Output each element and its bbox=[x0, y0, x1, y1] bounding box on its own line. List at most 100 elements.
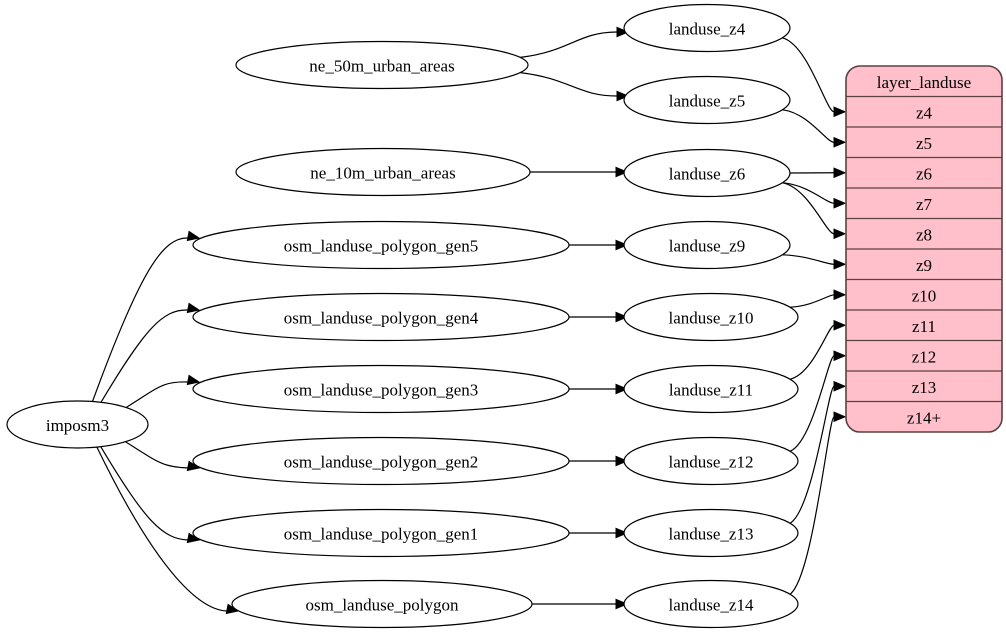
node-osm_landuse_polygon_gen3[interactable]: osm_landuse_polygon_gen3 bbox=[192, 364, 570, 414]
table-row-z5[interactable]: z5 bbox=[846, 126, 1002, 153]
node-landuse_z11[interactable]: landuse_z11 bbox=[623, 364, 799, 414]
arrowhead bbox=[833, 167, 847, 179]
edge-path bbox=[789, 324, 835, 380]
node-landuse_z14[interactable]: landuse_z14 bbox=[623, 579, 799, 629]
node-label: osm_landuse_polygon_gen4 bbox=[284, 309, 479, 328]
arrowhead bbox=[186, 460, 201, 472]
table-row-z10[interactable]: z10 bbox=[846, 278, 1002, 306]
node-osm_landuse_polygon_gen2[interactable]: osm_landuse_polygon_gen2 bbox=[192, 436, 570, 486]
node-landuse_z13[interactable]: landuse_z13 bbox=[623, 508, 799, 558]
node-osm_landuse_polygon_gen4[interactable]: osm_landuse_polygon_gen4 bbox=[192, 292, 570, 342]
edge-path bbox=[520, 31, 618, 58]
arrowhead bbox=[186, 302, 201, 314]
node-ellipse bbox=[623, 364, 799, 414]
arrowhead bbox=[833, 411, 847, 423]
edge-path bbox=[782, 109, 835, 143]
arrowhead bbox=[833, 197, 847, 209]
edge-path bbox=[782, 182, 835, 235]
edge-path bbox=[790, 294, 835, 308]
table-row-label: z4 bbox=[916, 103, 933, 122]
arrowhead bbox=[615, 527, 629, 539]
arrowhead bbox=[615, 383, 629, 395]
arrowhead bbox=[186, 374, 201, 386]
node-layer: imposm3 ne_50m_urban_areas ne_10m_urban_ar… bbox=[6, 3, 799, 629]
arrowhead bbox=[833, 106, 847, 118]
layer-landuse-table: layer_landuse z4 z5 z6 z7 z8 z9 z10 z11 z12 z13 z14… bbox=[845, 65, 1003, 433]
node-imposm3[interactable]: imposm3 bbox=[6, 400, 149, 449]
node-ellipse bbox=[623, 579, 799, 629]
edge-landuse_z6-to-table-z7 bbox=[782, 182, 847, 209]
edge-landuse_z4-to-table-z4 bbox=[782, 37, 847, 118]
node-landuse_z12[interactable]: landuse_z12 bbox=[623, 436, 799, 486]
node-label: landuse_z5 bbox=[669, 92, 745, 111]
edge-path bbox=[520, 72, 618, 97]
node-landuse_z6[interactable]: landuse_z6 bbox=[623, 148, 791, 198]
table-row-label: z13 bbox=[912, 378, 937, 397]
edge-osm_landuse_polygon_gen3-to-landuse_z11 bbox=[569, 383, 629, 395]
arrowhead bbox=[833, 319, 847, 331]
edge-layer bbox=[91, 26, 847, 615]
table-row-label: z5 bbox=[916, 134, 932, 153]
arrowhead bbox=[833, 380, 847, 392]
edge-path bbox=[125, 381, 189, 409]
edge-landuse_z9-to-table-z9 bbox=[782, 254, 847, 270]
arrowhead bbox=[186, 532, 201, 544]
edge-landuse_z12-to-table-z12 bbox=[789, 350, 847, 452]
edge-landuse_z11-to-table-z11 bbox=[789, 319, 847, 380]
node-landuse_z4[interactable]: landuse_z4 bbox=[623, 3, 791, 53]
node-ellipse bbox=[6, 400, 149, 449]
edge-path bbox=[91, 237, 189, 402]
table-row-z7[interactable]: z7 bbox=[846, 187, 1002, 214]
table-row-z8[interactable]: z8 bbox=[846, 217, 1002, 245]
node-ellipse bbox=[623, 220, 791, 270]
edge-path bbox=[782, 37, 835, 113]
table-row-z14plus[interactable]: z14+ bbox=[846, 400, 1002, 428]
edge-landuse_z14-to-table-z14plus bbox=[789, 411, 847, 595]
node-label: landuse_z4 bbox=[669, 20, 746, 39]
table-row-z4[interactable]: z4 bbox=[846, 95, 1002, 123]
edge-ne10m-to-landuse_z6 bbox=[530, 166, 629, 178]
table-row-label: z10 bbox=[912, 286, 937, 305]
node-landuse_z5[interactable]: landuse_z5 bbox=[623, 75, 791, 125]
table-row-label: z11 bbox=[912, 317, 936, 336]
layer-landuse-table-body[interactable]: layer_landuse z4 z5 z6 z7 z8 z9 z10 z11 z12 z13 z14… bbox=[846, 66, 1002, 432]
edge-osm_landuse_polygon_gen4-to-landuse_z10 bbox=[569, 311, 629, 323]
edge-landuse_z10-to-table-z10 bbox=[790, 289, 847, 308]
node-label: imposm3 bbox=[46, 416, 109, 435]
table-row-z13[interactable]: z13 bbox=[846, 370, 1002, 397]
node-landuse_z10[interactable]: landuse_z10 bbox=[623, 292, 799, 342]
table-row-z9[interactable]: z9 bbox=[846, 248, 1002, 275]
node-landuse_z9[interactable]: landuse_z9 bbox=[623, 220, 791, 270]
edge-osm_landuse_polygon_gen2-to-landuse_z12 bbox=[569, 455, 629, 467]
arrowhead bbox=[615, 239, 629, 251]
edge-ne50m-to-landuse_z5 bbox=[520, 72, 630, 102]
node-label: osm_landuse_polygon_gen5 bbox=[284, 237, 479, 256]
table-row-z12[interactable]: z12 bbox=[846, 339, 1002, 367]
node-label: osm_landuse_polygon bbox=[306, 596, 459, 615]
node-label: ne_50m_urban_areas bbox=[309, 57, 454, 76]
edge-path bbox=[125, 441, 189, 469]
node-osm_landuse_polygon_gen1[interactable]: osm_landuse_polygon_gen1 bbox=[192, 508, 570, 558]
table-row-label: z6 bbox=[916, 164, 932, 183]
node-ne_50m_urban_areas[interactable]: ne_50m_urban_areas bbox=[235, 40, 529, 90]
edge-imposm3-to-osm_landuse_polygon_gen3 bbox=[125, 374, 201, 409]
edge-imposm3-to-osm_landuse_polygon_gen4 bbox=[100, 302, 201, 403]
node-label: ne_10m_urban_areas bbox=[310, 164, 455, 183]
node-ne_10m_urban_areas[interactable]: ne_10m_urban_areas bbox=[235, 147, 531, 197]
table-row-label: z7 bbox=[916, 195, 933, 214]
edge-imposm3-to-osm_landuse_polygon_gen5 bbox=[91, 230, 201, 402]
node-ellipse bbox=[623, 3, 791, 53]
table-header-row: layer_landuse bbox=[877, 73, 971, 92]
node-osm_landuse_polygon[interactable]: osm_landuse_polygon bbox=[231, 579, 533, 629]
edge-path bbox=[100, 309, 189, 403]
table-row-z6[interactable]: z6 bbox=[846, 156, 1002, 184]
node-ellipse bbox=[623, 148, 791, 198]
node-label: osm_landuse_polygon_gen2 bbox=[284, 453, 479, 472]
edge-path bbox=[782, 182, 835, 204]
arrowhead bbox=[615, 455, 629, 467]
table-row-z11[interactable]: z11 bbox=[846, 309, 1002, 336]
arrowhead bbox=[833, 350, 847, 362]
node-osm_landuse_polygon_gen5[interactable]: osm_landuse_polygon_gen5 bbox=[192, 220, 570, 270]
node-ellipse bbox=[192, 364, 570, 414]
